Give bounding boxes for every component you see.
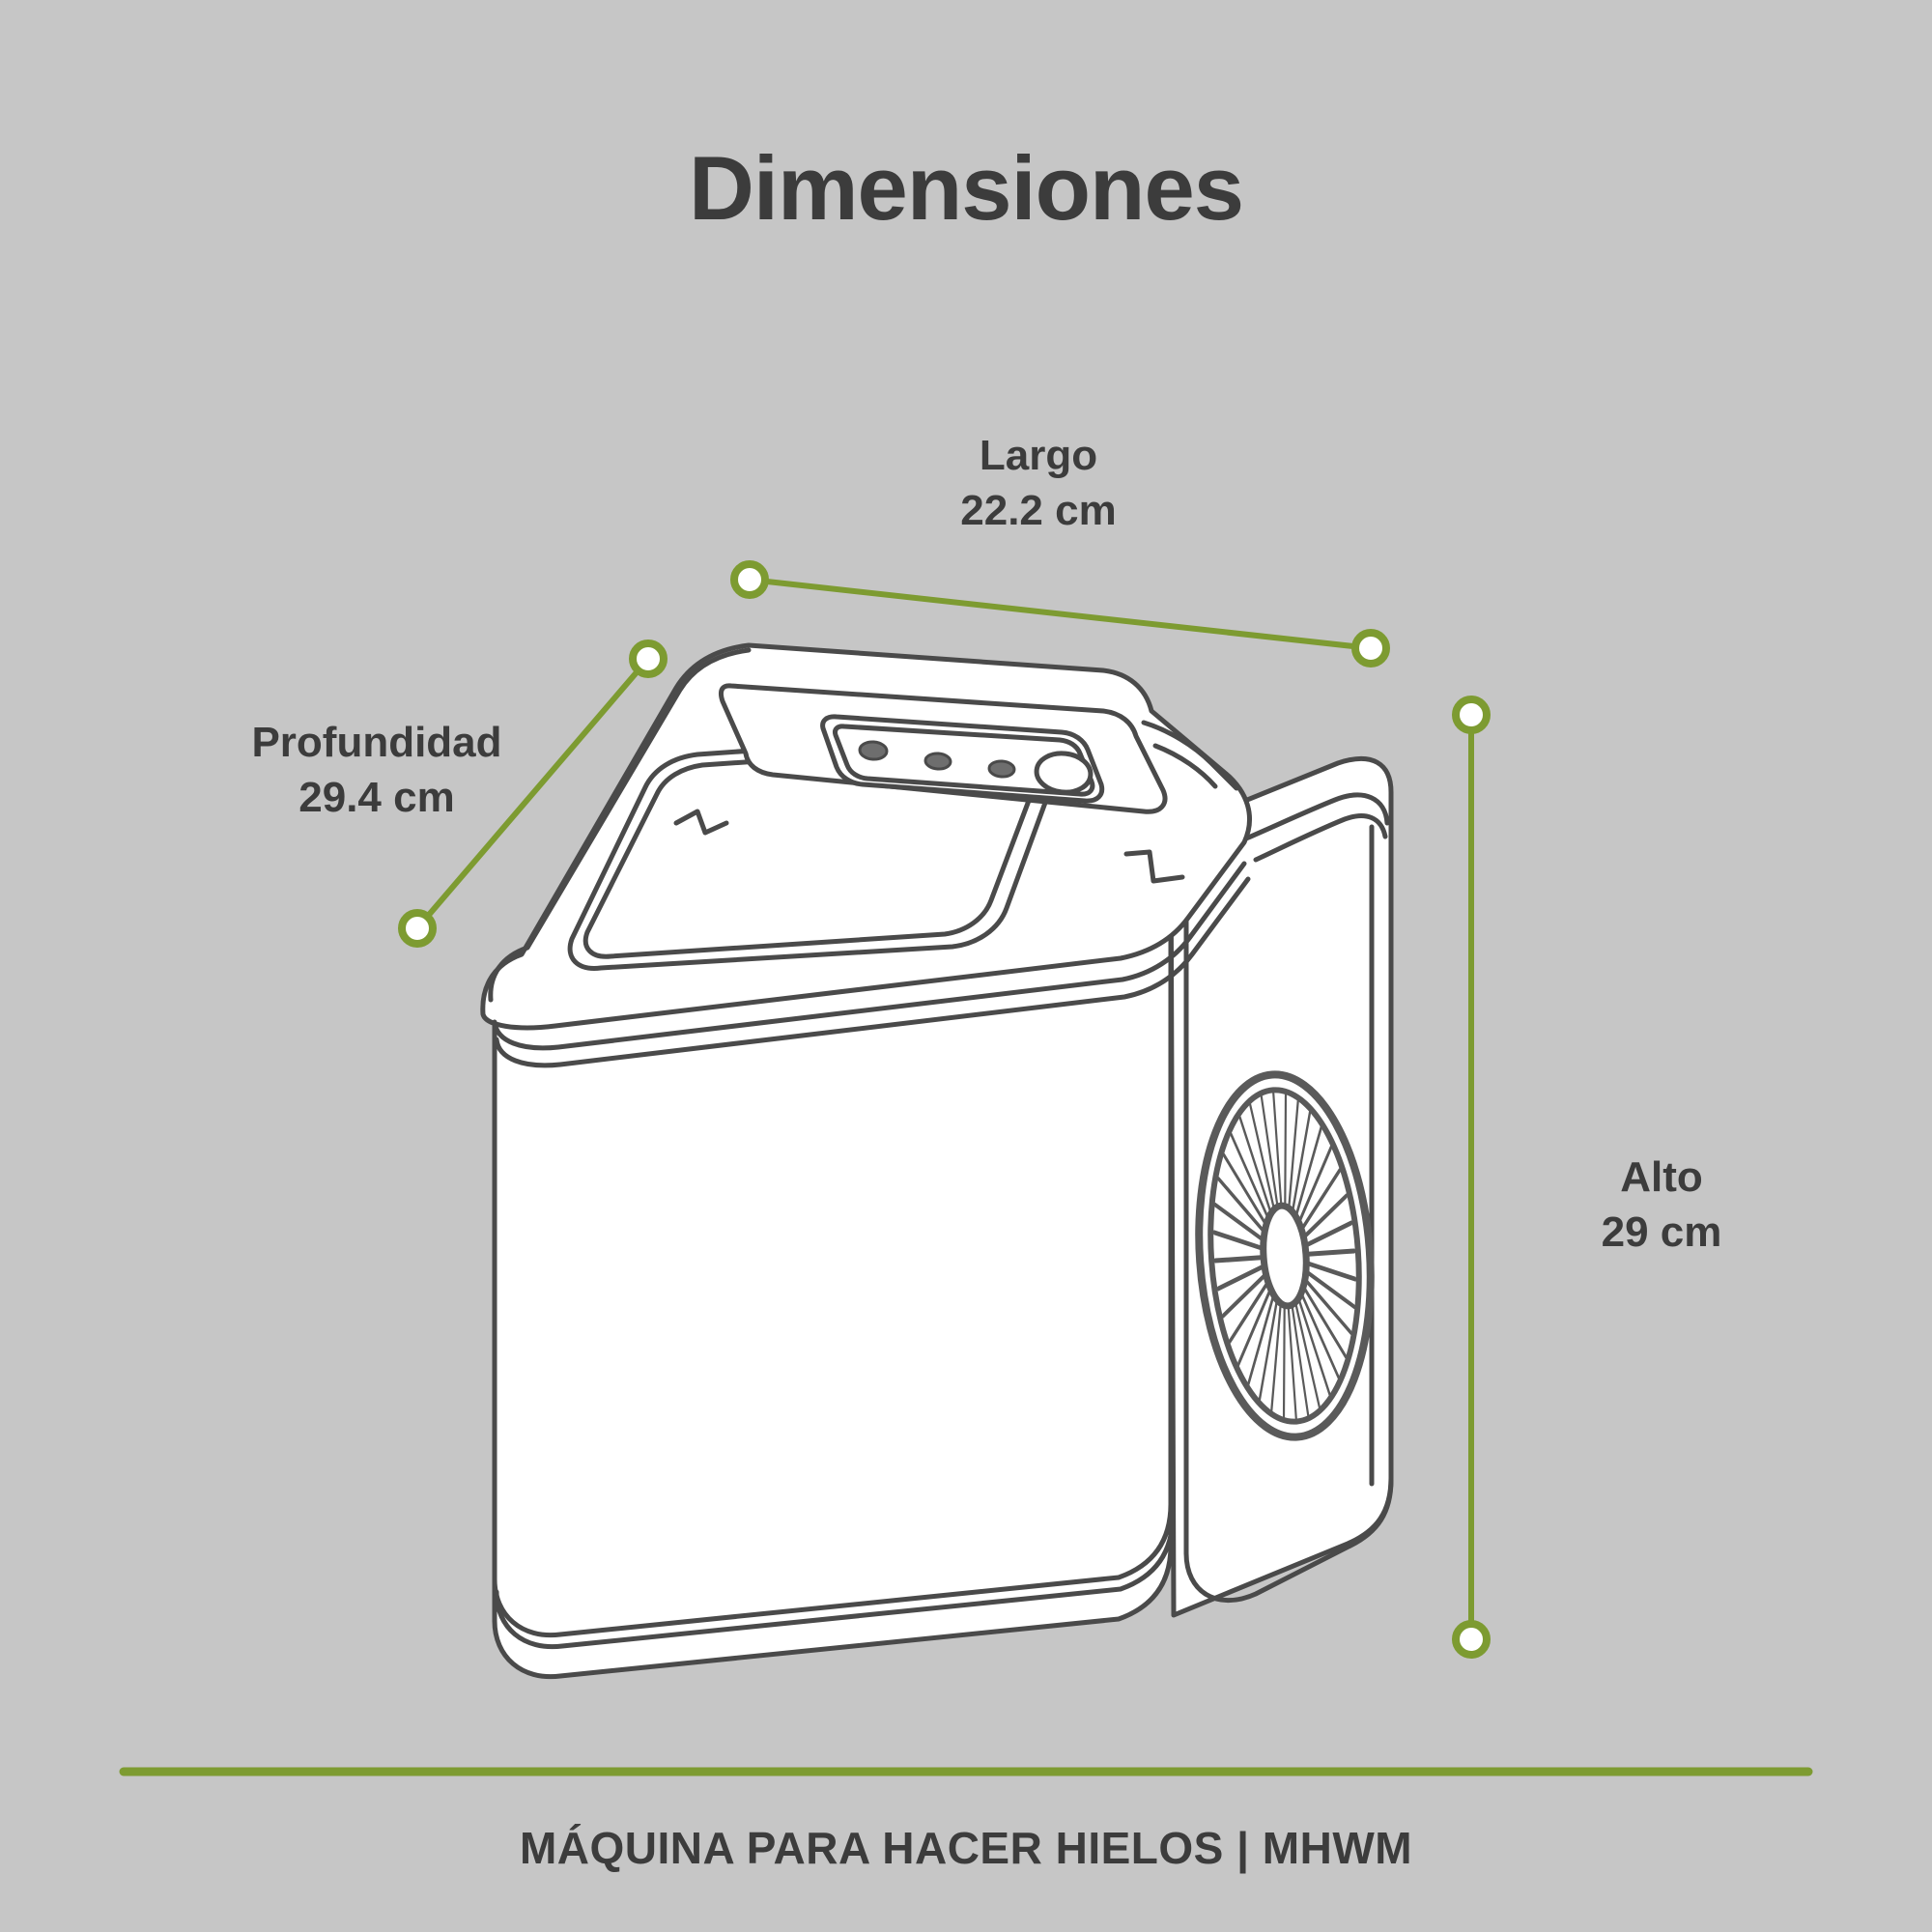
dimension-name-profundidad: Profundidad [251,719,502,766]
largo-endpoint-left [730,560,769,599]
dimension-name-largo: Largo [979,432,1098,479]
alto-endpoint-top [1452,696,1491,734]
dimension-value-alto: 29 cm [1601,1208,1722,1257]
profundidad-line [414,657,651,930]
lid-hinge [1141,720,1239,791]
dimension-label-largo: Largo 22.2 cm [874,428,1203,538]
dimension-value-largo: 22.2 cm [960,487,1117,535]
indicator-light-2 [923,752,952,771]
dimension-label-alto: Alto 29 cm [1517,1150,1806,1260]
dimension-value-profundidad: 29.4 cm [298,774,455,822]
profundidad-endpoint-top [629,639,668,678]
lid-notch [1123,849,1185,884]
side-top-edge-2 [1253,813,1388,863]
fan-vent-hub [1260,1202,1310,1310]
largo-line [749,577,1372,651]
lid-notch-left [673,809,729,836]
profundidad-endpoint-bottom [398,909,437,948]
lid-hinge-2 [1152,743,1218,789]
largo-endpoint-right [1351,629,1390,668]
page-title: Dimensiones [688,137,1244,239]
lid-rim [488,647,752,1003]
footer-caption: MÁQUINA PARA HACER HIELOS | MHWM [519,1823,1413,1873]
power-button [1034,751,1094,795]
side-bottom-edge [1183,1477,1394,1604]
dimension-lines [414,577,1474,1639]
indicator-light-1 [858,740,889,761]
dimension-label-profundidad: Profundidad 29.4 cm [193,715,560,825]
control-panel-inner [833,724,1095,797]
fan-vent-spokes [1212,1091,1357,1421]
dimension-endpoints [398,560,1491,1659]
base-band-inner [494,1513,1176,1650]
indicator-light-3 [987,759,1016,779]
side-top-edge [1243,792,1390,841]
dimension-name-alto: Alto [1620,1153,1703,1201]
fan-vent [1195,1070,1375,1441]
base-band [492,1501,1174,1638]
lid-lip [492,861,1247,1051]
lid-lip-2 [494,876,1251,1068]
alto-endpoint-bottom [1452,1620,1491,1659]
